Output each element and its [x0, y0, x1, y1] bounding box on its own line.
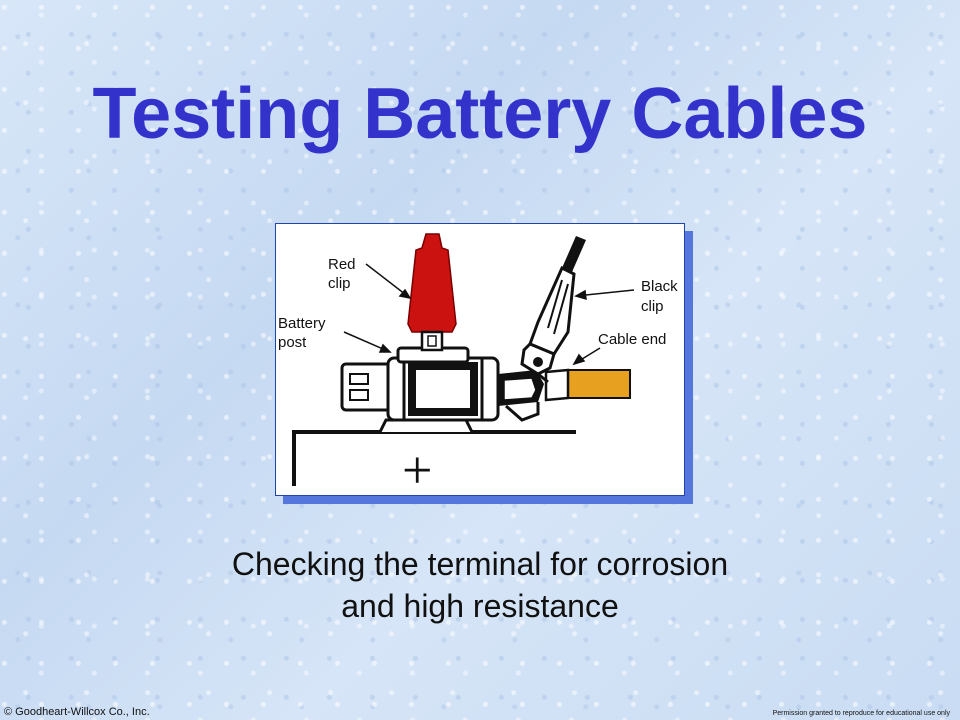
- caption-line-1: Checking the terminal for corrosion: [231, 546, 729, 582]
- label-cable-end: Cable end: [598, 331, 666, 348]
- callout-arrows: [343, 263, 635, 366]
- cable-end: [544, 368, 631, 402]
- polarity-plus-sign: +: [402, 440, 432, 495]
- black-clip: [520, 236, 586, 384]
- slide-title: Testing Battery Cables: [92, 74, 868, 154]
- caption-line-2: and high resistance: [341, 588, 619, 624]
- label-battery-post-line2: post: [278, 334, 307, 351]
- label-battery-post-line1: Battery: [278, 315, 326, 332]
- permission-notice: Permission granted to reproduce for educ…: [772, 710, 950, 717]
- label-black-clip-line1: Black: [641, 278, 678, 295]
- red-clip: [407, 233, 457, 352]
- battery-terminal-illustration: Red clip Battery post Black clip Cable e…: [275, 223, 685, 496]
- label-red-clip-line1: Red: [328, 256, 356, 273]
- slide-caption: Checking the terminal for corrosion and …: [0, 543, 960, 627]
- terminal-clamp: [340, 356, 544, 422]
- label-red-clip-line2: clip: [328, 275, 351, 292]
- battery-case: [292, 418, 576, 486]
- label-black-clip-line2: clip: [641, 298, 664, 315]
- copyright-notice: © Goodheart-Willcox Co., Inc.: [4, 706, 150, 718]
